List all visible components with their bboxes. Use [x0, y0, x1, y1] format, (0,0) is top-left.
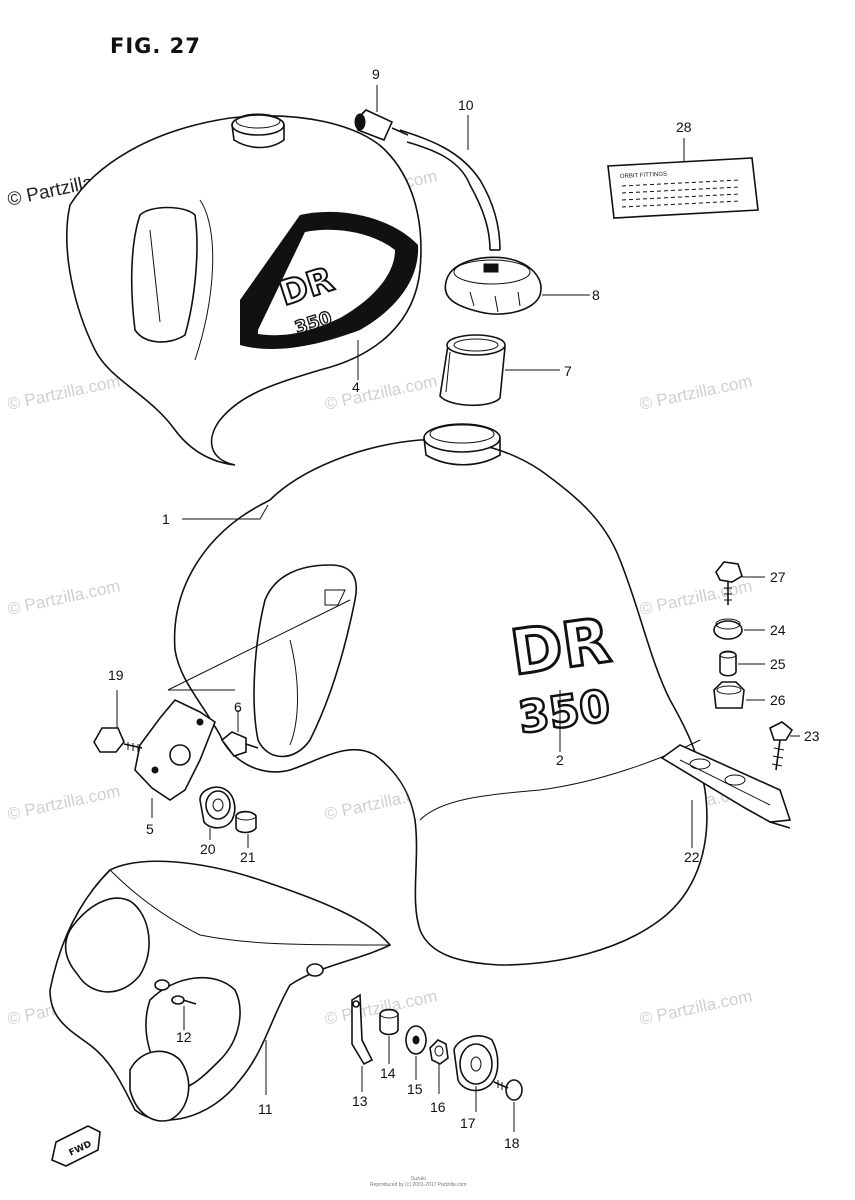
callout-4: 4 [352, 379, 360, 395]
callout-14: 14 [380, 1065, 396, 1081]
footer: Suzuki Reproduced by (c) 2001-2017 Partz… [370, 1176, 466, 1188]
callout-11: 11 [258, 1101, 273, 1117]
callout-13: 13 [352, 1093, 368, 1109]
callout-2: 2 [556, 752, 564, 768]
upper-fuel-tank [66, 113, 422, 466]
main-decal-dr: DR [506, 603, 614, 689]
part-12-screw [171, 995, 197, 1005]
part-16-nut [429, 1039, 449, 1065]
callout-20: 20 [200, 841, 216, 857]
part-15-washer [405, 1025, 427, 1055]
callout-7: 7 [564, 363, 572, 379]
sticker-text: ORBIT FITTINGS [620, 172, 667, 180]
part-17-grommet [453, 1035, 499, 1092]
callout-25: 25 [770, 656, 786, 672]
callout-8: 8 [592, 287, 600, 303]
callout-6: 6 [234, 699, 242, 715]
callout-23: 23 [804, 728, 820, 744]
callout-9: 9 [372, 66, 380, 82]
main-fuel-tank [173, 423, 708, 966]
part-18-bolt [493, 1079, 523, 1101]
callout-1: 1 [162, 511, 170, 527]
callout-15: 15 [407, 1081, 423, 1097]
part-9-fitting [354, 109, 409, 142]
part-6-bolt [220, 731, 259, 757]
part-5-bracket [134, 699, 216, 801]
part-25-collar [719, 650, 737, 677]
part-23-bolt [769, 721, 794, 771]
callout-21: 21 [240, 849, 256, 865]
part-21-collar [235, 810, 257, 834]
callout-24: 24 [770, 622, 786, 638]
callout-12: 12 [176, 1029, 192, 1045]
part-20-grommet [199, 786, 236, 829]
callout-19: 19 [108, 667, 124, 683]
part-24-grommet [713, 618, 743, 640]
callout-27: 27 [770, 569, 786, 585]
footer-line-1: Suzuki [410, 1176, 426, 1182]
footer-line-2: Reproduced by (c) 2001-2017 Partzilla.co… [370, 1182, 467, 1188]
figure-title: FIG. 27 [110, 34, 201, 58]
part-13-clamp [351, 993, 374, 1066]
part-19-bolt [93, 727, 143, 753]
callout-28: 28 [676, 119, 692, 135]
callout-numbers: 1 2 4 5 6 7 8 9 10 11 12 13 14 15 16 17 … [108, 66, 820, 1151]
part-8-fuel-cap [444, 256, 542, 315]
part-27-bolt [715, 561, 743, 605]
part-28-label-sticker: ORBIT FITTINGS [607, 157, 759, 219]
part-11-side-cover [49, 860, 392, 1122]
callout-16: 16 [430, 1099, 446, 1115]
callout-18: 18 [504, 1135, 520, 1151]
callout-22: 22 [684, 849, 700, 865]
part-10-breather-hose [399, 129, 501, 251]
callout-26: 26 [770, 692, 786, 708]
part-7-filler-ring [439, 334, 506, 407]
small-decal: DR 350 [240, 211, 419, 350]
main-decal: DR 350 [505, 602, 616, 745]
callout-10: 10 [458, 97, 474, 113]
front-direction-marker: FWD [51, 1125, 101, 1167]
callout-leaders [116, 85, 800, 1132]
part-22-bracket [660, 744, 792, 829]
main-decal-350: 350 [515, 681, 613, 744]
callout-5: 5 [146, 821, 154, 837]
callout-17: 17 [460, 1115, 476, 1131]
part-26-cushion [713, 681, 745, 709]
part-14-collar [379, 1008, 399, 1036]
